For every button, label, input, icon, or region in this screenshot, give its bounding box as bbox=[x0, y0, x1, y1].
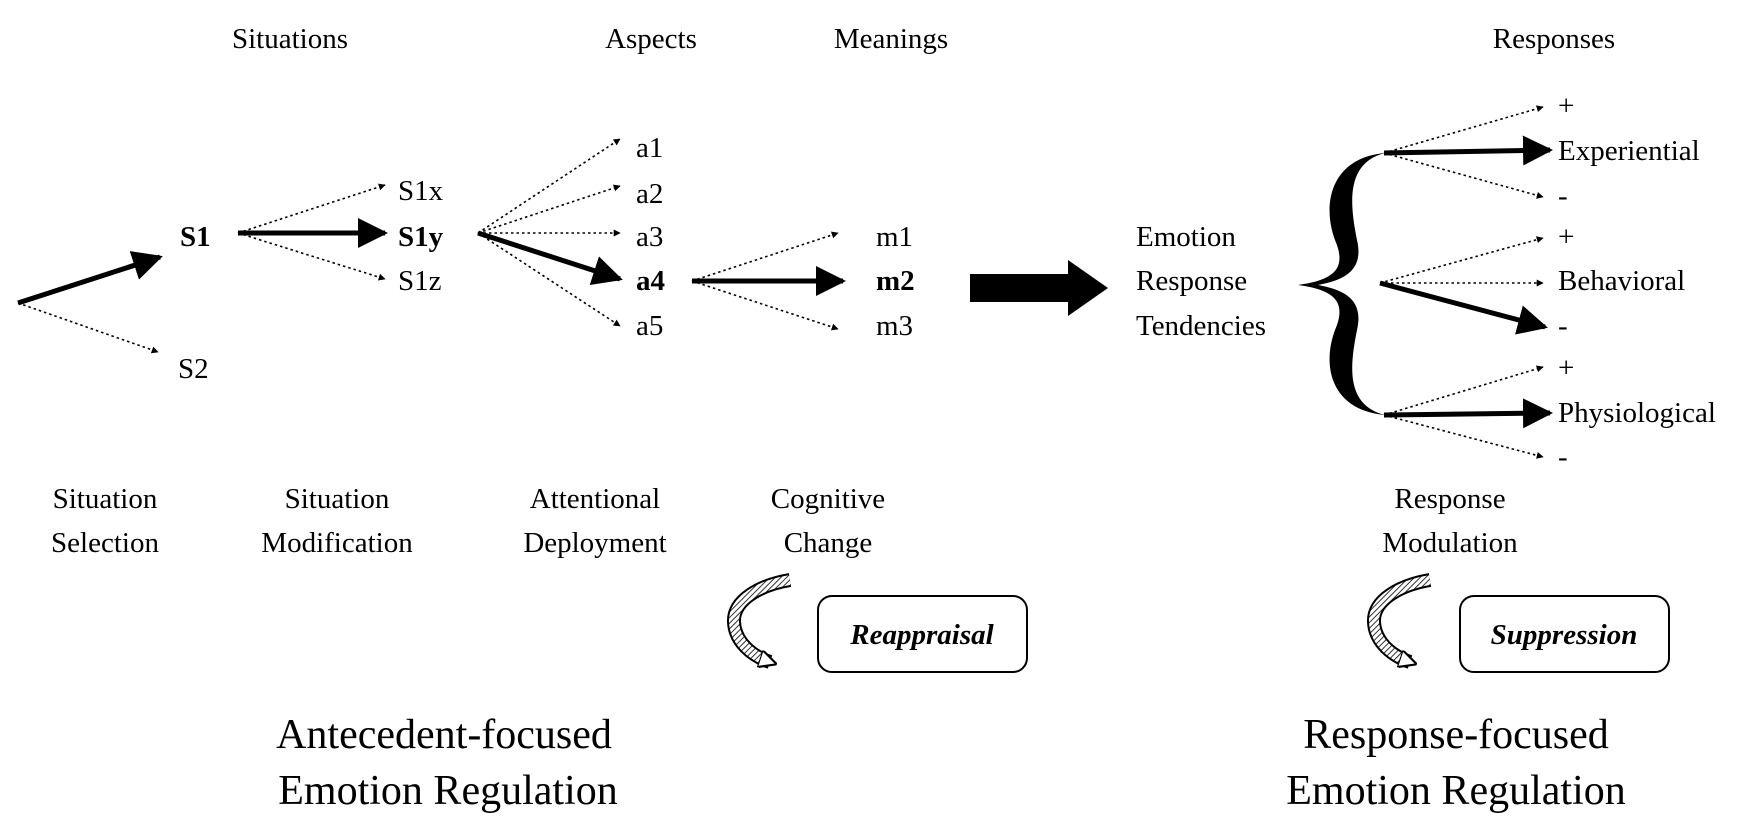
node-a3: a3 bbox=[636, 221, 663, 253]
reappraisal-group: Reappraisal bbox=[727, 573, 1028, 673]
node-m3: m3 bbox=[876, 310, 913, 342]
tendencies-line-1: Emotion bbox=[1136, 221, 1236, 253]
arrows-cognitive-change bbox=[691, 231, 846, 331]
phys-minus-sign: - bbox=[1558, 441, 1568, 473]
arrow-beh-plus bbox=[1379, 236, 1544, 284]
group-response-line-1: Response-focused bbox=[1303, 712, 1609, 758]
big-arrow-to-tendencies bbox=[970, 260, 1108, 316]
header-aspects: Aspects bbox=[605, 23, 697, 55]
stage-attentional-line-2: Deployment bbox=[523, 527, 666, 559]
exp-minus-sign: - bbox=[1558, 180, 1568, 212]
beh-minus-sign: - bbox=[1558, 310, 1568, 342]
node-m2: m2 bbox=[876, 265, 915, 297]
arrow-to-s1 bbox=[17, 251, 163, 306]
strategy-reappraisal: Reappraisal bbox=[849, 619, 994, 651]
curved-arrow-icon bbox=[729, 575, 791, 662]
suppression-group: Suppression bbox=[1367, 573, 1670, 673]
phys-plus-sign: + bbox=[1558, 352, 1574, 384]
node-s1x: S1x bbox=[398, 175, 444, 207]
response-physiological: Physiological bbox=[1558, 397, 1716, 429]
beh-plus-sign: + bbox=[1558, 221, 1574, 253]
node-a4: a4 bbox=[636, 265, 665, 297]
node-s2: S2 bbox=[178, 353, 209, 385]
stage-modification-line-1: Situation bbox=[285, 483, 390, 515]
stage-selection-line-2: Selection bbox=[51, 527, 159, 559]
strategy-suppression: Suppression bbox=[1491, 619, 1638, 651]
group-response-line-2: Emotion Regulation bbox=[1286, 768, 1625, 814]
node-a5: a5 bbox=[636, 310, 663, 342]
arrow-to-m1 bbox=[691, 231, 839, 282]
arrow-to-s2 bbox=[17, 302, 159, 354]
stage-cognitive-line-2: Change bbox=[784, 527, 873, 559]
reappraisal-box bbox=[817, 595, 1028, 673]
stage-modulation-line-1: Response bbox=[1394, 483, 1505, 515]
curved-arrow-icon bbox=[1369, 575, 1431, 662]
response-labels: + Experiential - + Behavioral - + Physio… bbox=[1558, 90, 1716, 473]
response-behavioral: Behavioral bbox=[1558, 265, 1685, 297]
stage-modulation-line-2: Modulation bbox=[1382, 527, 1518, 559]
stage-selection-line-1: Situation bbox=[53, 483, 158, 515]
arrow-exp-minus bbox=[1383, 152, 1544, 199]
node-a2: a2 bbox=[636, 178, 663, 210]
header-situations: Situations bbox=[232, 23, 348, 55]
arrow-to-a4 bbox=[477, 230, 623, 285]
stage-cognitive-line-1: Cognitive bbox=[771, 483, 885, 515]
arrows-response-modulation bbox=[1379, 105, 1553, 459]
group-labels: Antecedent-focused Emotion Regulation Re… bbox=[276, 712, 1626, 814]
suppression-box bbox=[1459, 595, 1670, 673]
arrow-to-s1x bbox=[237, 183, 386, 234]
tendencies-line-3: Tendencies bbox=[1136, 310, 1266, 342]
exp-plus-sign: + bbox=[1558, 90, 1574, 122]
arrow-to-a2 bbox=[477, 184, 621, 234]
arrow-beh-minus bbox=[1379, 280, 1548, 335]
node-s1y: S1y bbox=[398, 221, 444, 253]
header-responses: Responses bbox=[1493, 23, 1615, 55]
arrow-to-m3 bbox=[691, 280, 839, 331]
arrow-phys-minus bbox=[1383, 414, 1544, 459]
node-s1: S1 bbox=[180, 221, 211, 253]
arrows-situation-modification bbox=[237, 183, 388, 281]
node-a1: a1 bbox=[636, 132, 663, 164]
header-meanings: Meanings bbox=[834, 23, 948, 55]
arrows-situation-selection bbox=[17, 251, 163, 354]
arrow-exp-plus bbox=[1383, 105, 1544, 154]
arrow-phys-plus bbox=[1383, 365, 1544, 416]
emotion-response-tendencies: Emotion Response Tendencies bbox=[1136, 221, 1266, 342]
stage-attentional-line-1: Attentional bbox=[530, 483, 660, 515]
arrow-exp bbox=[1383, 135, 1553, 166]
curly-brace bbox=[1298, 153, 1385, 415]
group-antecedent-line-1: Antecedent-focused bbox=[276, 712, 612, 758]
stage-labels: Situation Selection Situation Modificati… bbox=[51, 483, 1518, 559]
arrow-phys bbox=[1383, 398, 1553, 429]
arrow-to-a5 bbox=[477, 232, 621, 327]
node-m1: m1 bbox=[876, 221, 913, 253]
arrow-to-a1 bbox=[477, 138, 621, 234]
response-experiential: Experiential bbox=[1558, 135, 1700, 167]
stage-modification-line-2: Modification bbox=[261, 527, 413, 559]
group-antecedent-line-2: Emotion Regulation bbox=[278, 768, 617, 814]
arrow-to-s1z bbox=[237, 232, 386, 281]
node-s1z: S1z bbox=[398, 265, 442, 297]
tendencies-line-2: Response bbox=[1136, 265, 1247, 297]
arrows-attentional-deployment bbox=[477, 138, 623, 327]
